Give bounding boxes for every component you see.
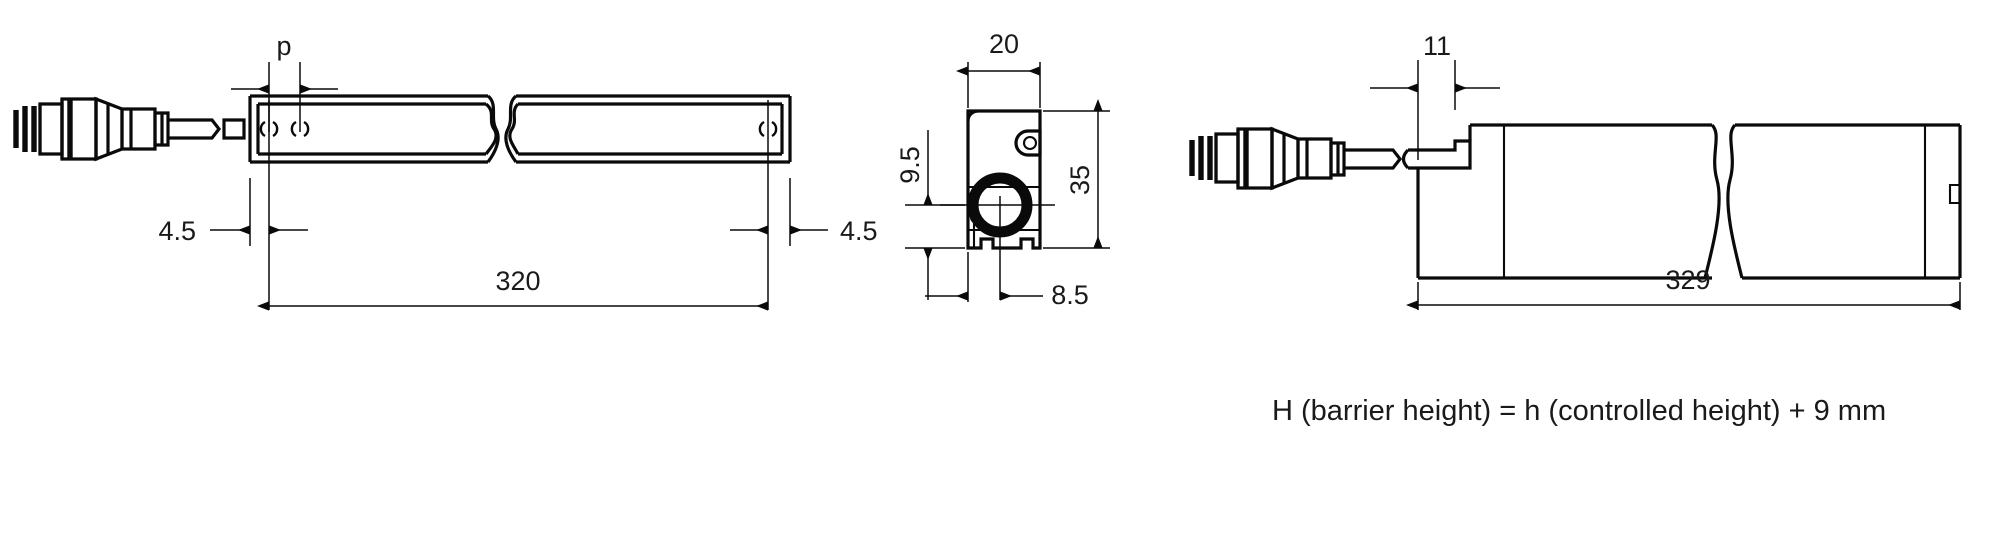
side-connector-interface (1401, 139, 1472, 170)
m12-connector-front (13, 96, 222, 162)
dimension-label-left-4-5: 4.5 (158, 216, 196, 246)
dimension-label-35: 35 (1065, 165, 1095, 195)
dimension-label-9-5: 9.5 (895, 146, 925, 184)
dimension-label-p: p (276, 31, 291, 61)
mounting-hole (290, 120, 310, 138)
dimension-label-right-4-5: 4.5 (840, 216, 878, 246)
dimension-label-329: 329 (1665, 265, 1710, 295)
dimension-width-20: 20 (956, 29, 1041, 108)
dimension-axis-8-5: 8.5 (925, 252, 1089, 310)
dimension-axis-9-5: 9.5 (895, 130, 965, 300)
cross-section-view: 20 35 9.5 8.5 (895, 29, 1110, 310)
height-relation-note: H (barrier height) = h (controlled heigh… (1272, 395, 1886, 427)
screw-hole (1022, 135, 1038, 151)
dimension-label-11: 11 (1423, 31, 1451, 61)
side-housing-left (1416, 123, 1721, 280)
side-view: 11 329 (1189, 31, 1962, 310)
dimension-label-320: 320 (495, 266, 540, 296)
dimension-label-8-5: 8.5 (1051, 280, 1089, 310)
dimension-offset-11: 11 (1370, 31, 1500, 160)
dimension-height-35: 35 (1043, 99, 1110, 249)
profile-body-left (248, 94, 500, 164)
mounting-holes (259, 120, 778, 138)
lower-left-detail (969, 209, 978, 225)
front-view: p 4.5 4.5 320 (13, 31, 878, 311)
dimension-p: p (231, 31, 338, 132)
dimension-length-329: 329 (1406, 265, 1961, 310)
profile-left-end-stub (222, 118, 246, 140)
profile-body-right (504, 94, 792, 164)
dimension-length-320: 320 (257, 266, 768, 311)
dimension-left-4-5: 4.5 (158, 100, 308, 310)
dimension-label-20: 20 (989, 29, 1019, 59)
side-housing-right (1726, 123, 1962, 280)
screw-boss (1014, 129, 1042, 157)
m12-connector-side (1189, 126, 1403, 191)
dimension-right-4-5: 4.5 (730, 100, 878, 310)
mounting-hole (758, 120, 778, 138)
mounting-hole (259, 120, 279, 138)
